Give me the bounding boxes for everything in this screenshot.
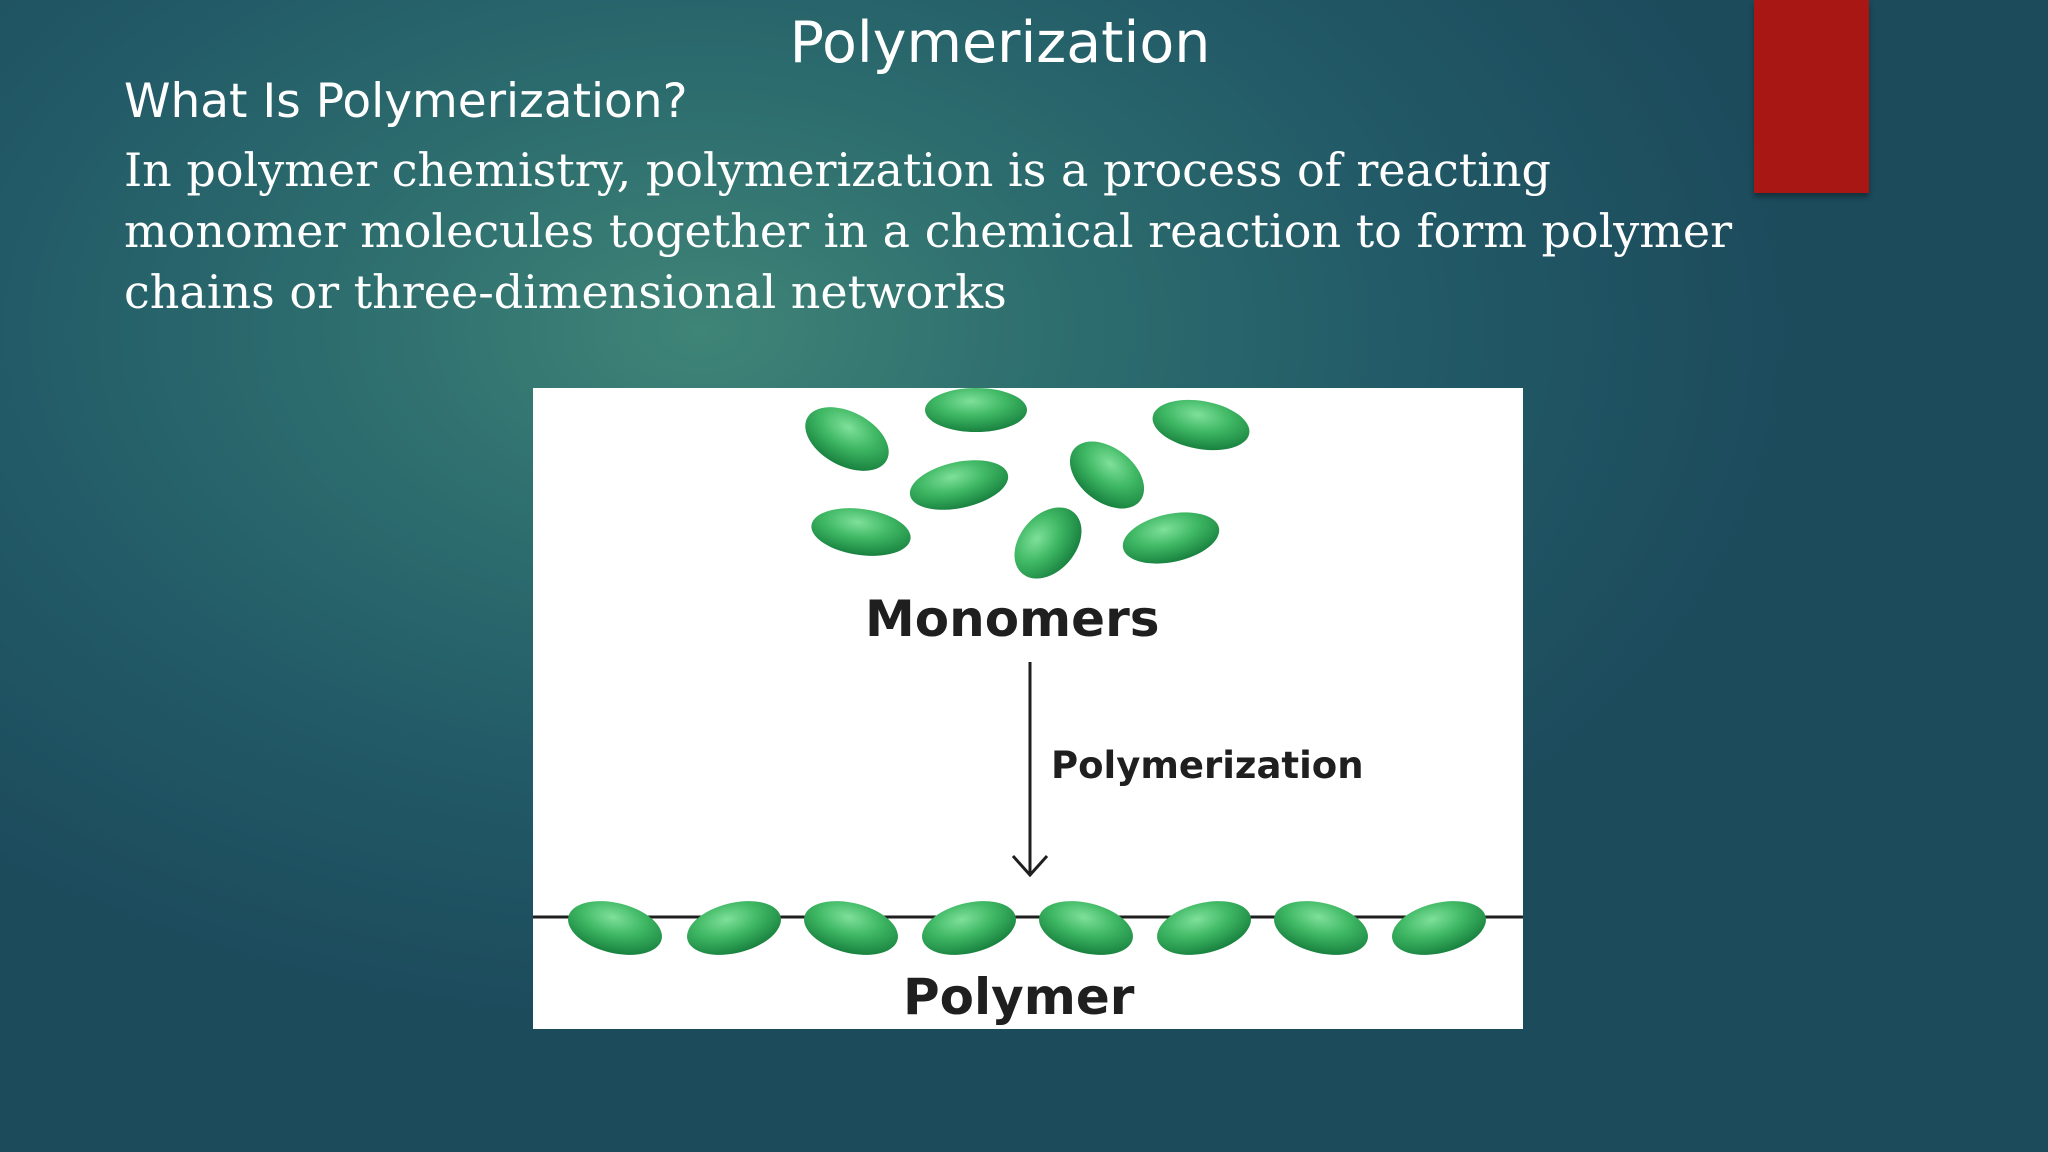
- polymer-unit: [1039, 901, 1133, 955]
- monomers-label: Monomers: [865, 590, 1160, 648]
- accent-bar: [1754, 0, 1869, 193]
- polymer-unit: [1157, 901, 1251, 955]
- monomer: [1152, 399, 1250, 451]
- polymerization-arrow-label: Polymerization: [1051, 744, 1364, 787]
- monomer: [1122, 512, 1220, 564]
- monomer: [1014, 507, 1082, 579]
- polymer-unit: [1392, 901, 1486, 955]
- polymerization-diagram: Monomers Polymerization Polymer: [533, 388, 1523, 1029]
- polymer-unit: [1274, 901, 1368, 955]
- monomer: [1069, 441, 1145, 509]
- monomer: [805, 407, 889, 471]
- monomer: [909, 460, 1009, 510]
- polymer-unit: [804, 901, 898, 955]
- slide-body-text: In polymer chemistry, polymerization is …: [124, 143, 1733, 319]
- diagram-graphics: [533, 388, 1523, 955]
- polymer-label: Polymer: [903, 968, 1135, 1026]
- monomer-group: [805, 388, 1250, 579]
- polymer-unit: [922, 901, 1016, 955]
- polymer-chain: [533, 901, 1523, 955]
- monomer: [925, 388, 1027, 432]
- slide-title: Polymerization: [789, 10, 1211, 76]
- reaction-arrow: [1011, 662, 1049, 878]
- slide-subtitle: What Is Polymerization?: [124, 74, 688, 129]
- monomer: [811, 508, 911, 556]
- polymer-unit: [568, 901, 662, 955]
- polymer-unit: [687, 901, 781, 955]
